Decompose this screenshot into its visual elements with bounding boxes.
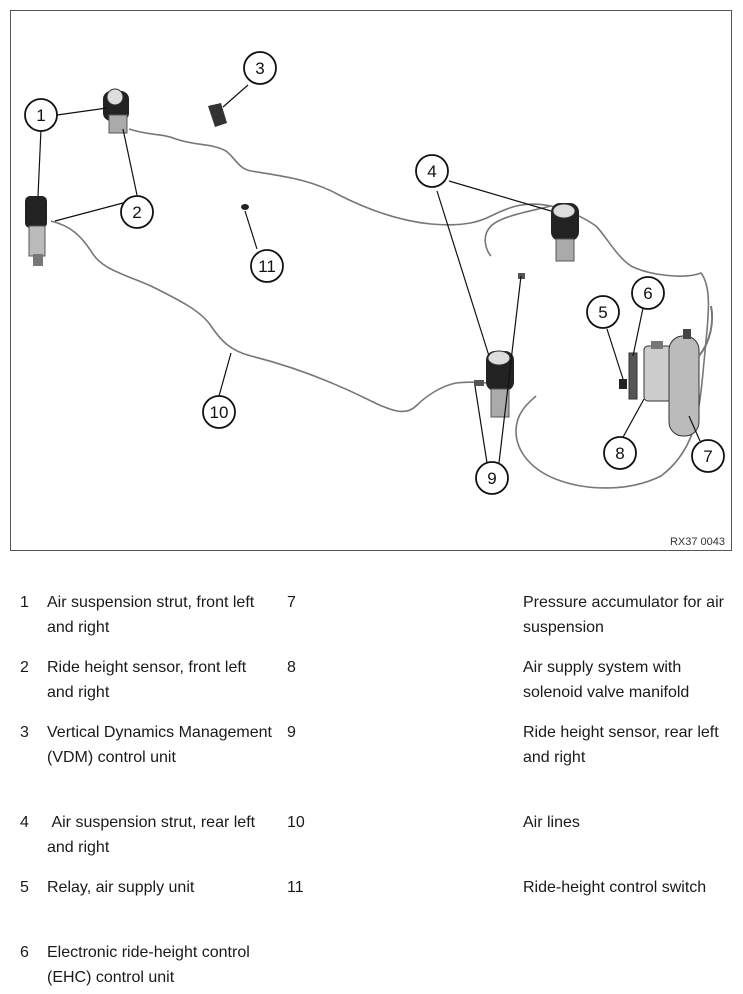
callout-circle — [415, 154, 449, 188]
figure-code: RX37 0043 — [670, 536, 725, 548]
callout-number: 8 — [615, 444, 624, 463]
callout-circle — [603, 436, 637, 470]
legend-text: Ride-height control switch — [523, 879, 707, 896]
callout-group: 1 2 3 4 5 6 7 8 9 10 11 — [24, 51, 725, 495]
leader-lines — [37, 84, 701, 464]
legend-text: Pressure accumulator for air suspension — [523, 594, 729, 636]
callout-circle — [120, 195, 154, 229]
air-supply-unit-shape — [643, 341, 673, 402]
callout-circle — [24, 98, 58, 132]
callout-number: 4 — [427, 162, 436, 181]
legend-number: 9 — [287, 724, 296, 741]
relay-shape — [619, 379, 627, 389]
callout-1: 1 — [24, 98, 58, 132]
legend-number: 6 — [20, 944, 29, 961]
callout-11: 11 — [250, 249, 284, 283]
legend-text: Ride height sensor, rear left and right — [523, 724, 724, 766]
callout-2: 2 — [120, 195, 154, 229]
callout-9: 9 — [475, 461, 509, 495]
vdm-control-unit-shape — [208, 103, 227, 127]
legend-text: Vertical Dynamics Management (VDM) contr… — [47, 724, 277, 766]
callout-circle — [202, 395, 236, 429]
legend-number: 8 — [287, 659, 296, 676]
air-strut-front-upper — [103, 88, 129, 134]
legend-number: 11 — [287, 879, 304, 896]
callout-number: 10 — [210, 403, 229, 422]
callout-number: 3 — [255, 59, 264, 78]
callout-number: 6 — [643, 284, 652, 303]
callout-7: 7 — [691, 439, 725, 473]
callout-circle — [243, 51, 277, 85]
legend-text: Electronic ride-height control (EHC) con… — [47, 944, 255, 986]
callout-number: 1 — [36, 106, 45, 125]
callout-number: 11 — [258, 257, 276, 276]
callout-circle — [586, 295, 620, 329]
legend-number: 7 — [287, 594, 296, 611]
legend-text: Air lines — [523, 814, 580, 831]
callout-number: 7 — [703, 447, 712, 466]
callout-number: 5 — [598, 303, 607, 322]
legend-number: 4 — [20, 814, 29, 831]
air-lines — [50, 128, 710, 489]
callout-6: 6 — [631, 276, 665, 310]
callout-8: 8 — [603, 436, 637, 470]
air-strut-rear-lower — [474, 350, 514, 418]
callout-number: 2 — [132, 203, 141, 222]
legend-text: Ride height sensor, front left and right — [47, 659, 251, 701]
legend-number: 3 — [20, 724, 29, 741]
pressure-accumulator-shape — [668, 305, 714, 437]
ehc-unit-shape — [628, 352, 638, 400]
legend-number: 1 — [20, 594, 29, 611]
callout-3: 3 — [243, 51, 277, 85]
legend-number: 5 — [20, 879, 29, 896]
callout-circle — [631, 276, 665, 310]
legend-number: 2 — [20, 659, 29, 676]
legend-text: Air suspension strut, front left and rig… — [47, 594, 259, 636]
ride-height-switch-shape — [241, 204, 249, 210]
air-strut-rear-upper — [551, 203, 579, 262]
legend-text: Air suspension strut, rear left and righ… — [47, 814, 260, 856]
callout-circle — [250, 249, 284, 283]
legend-text: Air supply system with solenoid valve ma… — [523, 659, 690, 701]
callout-number: 9 — [487, 469, 496, 488]
rear-height-sensor-shape — [518, 273, 525, 279]
air-strut-front-lower — [25, 196, 47, 266]
callout-5: 5 — [586, 295, 620, 329]
callout-10: 10 — [202, 395, 236, 429]
legend-number: 10 — [287, 814, 305, 831]
diagram-drawing: 1 2 3 4 5 6 7 8 9 10 11 RX37 0043 — [24, 51, 725, 548]
legend-text: Relay, air supply unit — [47, 879, 195, 896]
diagram-figure: 1 2 3 4 5 6 7 8 9 10 11 RX37 0043 — [10, 10, 732, 551]
callout-circle — [475, 461, 509, 495]
callout-circle — [691, 439, 725, 473]
callout-4: 4 — [415, 154, 449, 188]
